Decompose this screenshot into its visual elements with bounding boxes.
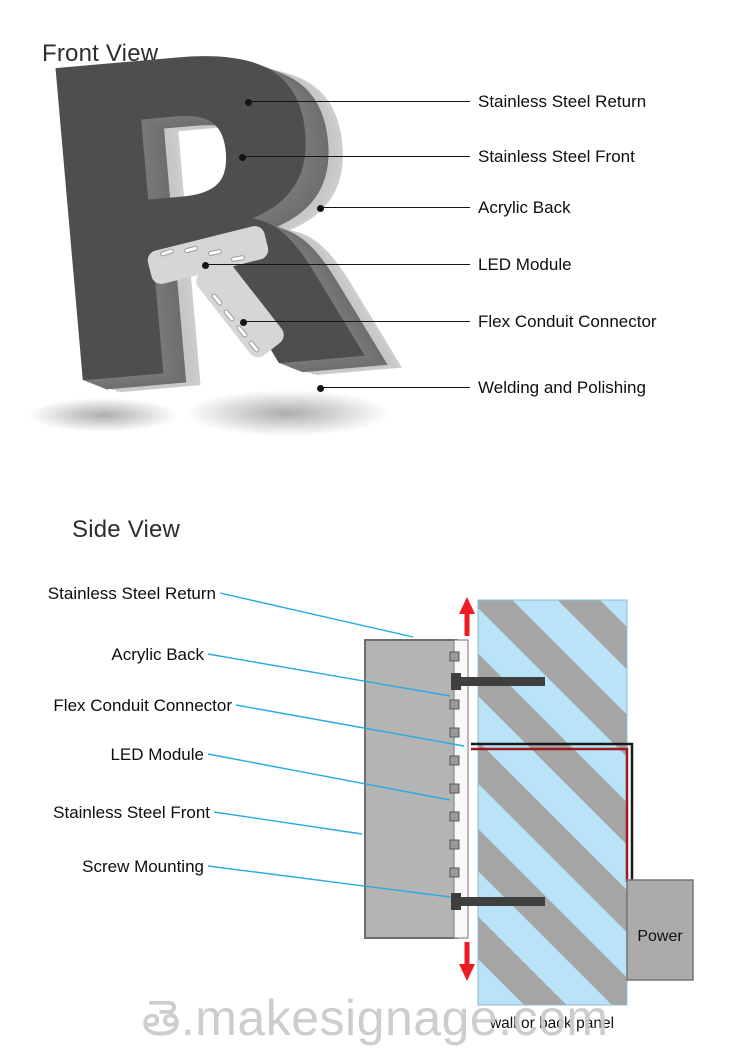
watermark: తె.makesignage.com	[141, 990, 609, 1046]
callout-line	[249, 101, 470, 102]
callout-line	[321, 207, 470, 208]
callout-label-acrylic-back: Acrylic Back	[478, 198, 571, 217]
arrow-up-icon	[459, 597, 475, 636]
power-wire-red	[471, 747, 629, 882]
callout-dot-led-module	[202, 262, 209, 269]
power-supply-box	[626, 879, 694, 981]
side-label-stainless-steel-return: Stainless Steel Return	[48, 584, 216, 603]
side-view-title: Side View	[72, 516, 181, 543]
wall-caption: wall or back panel	[489, 1015, 614, 1032]
letter-drop-shadow	[28, 398, 178, 432]
callout-dot-welding-and-polishing	[317, 385, 324, 392]
side-label-acrylic-back: Acrylic Back	[111, 645, 204, 664]
channel-letter-3d: R	[8, 0, 383, 486]
callout-label-stainless-steel-return: Stainless Steel Return	[478, 92, 647, 111]
side-label-led-module: LED Module	[110, 745, 204, 764]
letter-drop-shadow	[185, 390, 390, 436]
callout-dot-acrylic-back	[317, 205, 324, 212]
power-wire-black	[471, 742, 634, 882]
front-view-title: Front View	[42, 40, 159, 67]
mounting-screw-bottom	[451, 893, 545, 910]
callout-dot-flex-conduit-connector	[240, 319, 247, 326]
side-view-diagram: Power Stainless Steel Return Acrylic Bac…	[48, 584, 694, 1032]
power-label: Power	[637, 928, 683, 945]
callout-line	[243, 156, 470, 157]
callout-line	[206, 264, 470, 265]
callout-label-stainless-steel-front: Stainless Steel Front	[478, 147, 635, 166]
mounting-screw-top	[451, 673, 545, 690]
letter-body-cross-section	[364, 639, 458, 939]
leader-lines	[207, 592, 465, 898]
led-modules	[449, 651, 460, 878]
callout-dot-stainless-steel-return	[245, 99, 252, 106]
callout-label-led-module: LED Module	[478, 255, 572, 274]
side-label-stainless-steel-front: Stainless Steel Front	[53, 803, 210, 822]
wall-hatched	[477, 599, 628, 1006]
callout-dot-stainless-steel-front	[239, 154, 246, 161]
callout-label-welding-and-polishing: Welding and Polishing	[478, 378, 646, 397]
side-label-flex-conduit-connector: Flex Conduit Connector	[53, 696, 232, 715]
callout-label-flex-conduit-connector: Flex Conduit Connector	[478, 312, 657, 331]
side-label-screw-mounting: Screw Mounting	[82, 857, 204, 876]
arrow-down-icon	[459, 942, 475, 981]
callout-line	[244, 321, 470, 322]
callout-line	[321, 387, 470, 388]
